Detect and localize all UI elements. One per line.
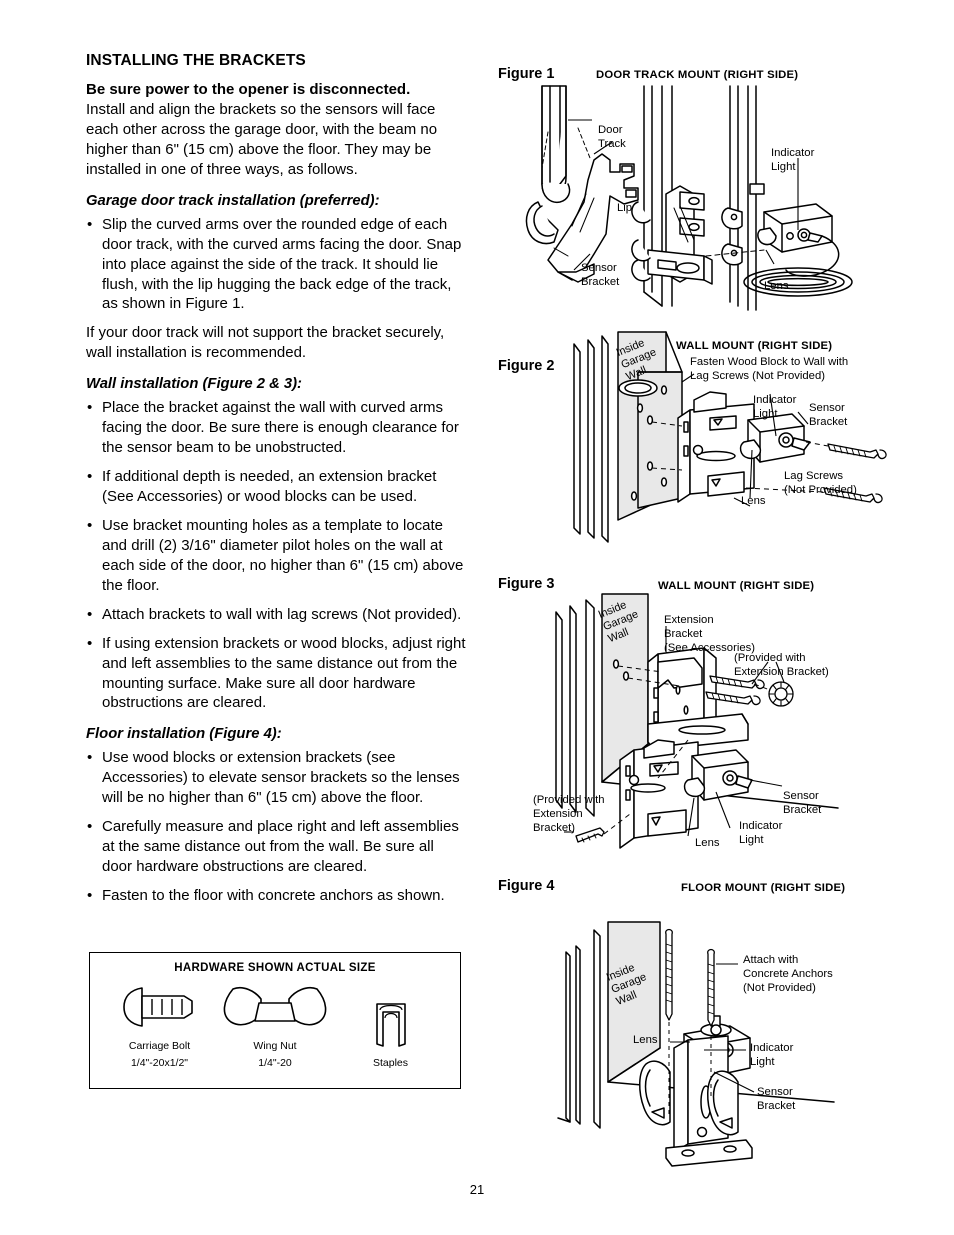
figure-2-heading: WALL MOUNT (RIGHT SIDE)	[676, 340, 833, 352]
hardware-item-carriage-bolt: Carriage Bolt 1/4"-20x1/2"	[102, 978, 217, 1071]
figure-1: Figure 1 DOOR TRACK MOUNT (RIGHT SIDE)	[498, 62, 950, 312]
list-item: Slip the curved arms over the rounded ed…	[86, 215, 466, 315]
staples-label-1: Staples	[372, 1057, 409, 1070]
figure-2-callout-sensor-bracket: Sensor Bracket	[809, 402, 848, 428]
figure-4-callout-indicator-light: Indicator Light	[750, 1042, 794, 1068]
figure-3-callout-lens: Lens	[695, 837, 720, 849]
figure-1-heading: DOOR TRACK MOUNT (RIGHT SIDE)	[596, 69, 799, 81]
subheading-floor-install: Floor installation (Figure 4):	[86, 726, 282, 743]
hardware-actual-size-box: HARDWARE SHOWN ACTUAL SIZE	[89, 952, 461, 1089]
track-note: If your door track will not support the …	[86, 324, 445, 362]
page-title: INSTALLING THE BRACKETS	[86, 52, 306, 69]
page-number: 21	[469, 1182, 485, 1197]
figure-3-callout-extension-bracket: Extension Bracket (See Accessories)	[664, 614, 756, 654]
instructions-column: INSTALLING THE BRACKETS Be sure power to…	[86, 52, 466, 915]
wing-nut-icon	[217, 978, 333, 1036]
subheading-track-install: Garage door track installation (preferre…	[86, 192, 380, 209]
figure-3-callout-provided-left: (Provided with Extension Bracket)	[533, 794, 605, 834]
figure-3-callout-provided-top: (Provided with Extension Bracket)	[734, 652, 829, 678]
list-item: Place the bracket against the wall with …	[86, 398, 466, 458]
figure-4-callout-attach: Attach with Concrete Anchors (Not Provid…	[743, 954, 833, 994]
carriage-bolt-label-1: Carriage Bolt	[128, 1040, 191, 1052]
intro-paragraph: Install and align the brackets so the se…	[86, 100, 438, 178]
list-item: Carefully measure and place right and le…	[86, 817, 466, 877]
figure-1-callout-sensor-bracket: Sensor Bracket	[581, 262, 620, 288]
figure-4-heading: FLOOR MOUNT (RIGHT SIDE)	[681, 882, 846, 894]
hardware-item-staples: Staples	[333, 995, 448, 1070]
figure-3-callout-indicator-light: Indicator Light	[739, 820, 783, 846]
carriage-bolt-icon	[102, 978, 217, 1036]
bullet-list-floor: Use wood blocks or extension brackets (s…	[86, 748, 466, 906]
list-item: If additional depth is needed, an extens…	[86, 467, 466, 507]
figure-2-callout-lens: Lens	[741, 495, 766, 507]
figure-2-callout-indicator-light: Indicator Light	[753, 394, 797, 420]
wing-nut-label-1: Wing Nut	[253, 1040, 297, 1052]
figure-1-callout-lens: Lens	[764, 280, 789, 292]
figure-1-callout-door-track: Door Track	[598, 124, 626, 150]
figure-3-heading: WALL MOUNT (RIGHT SIDE)	[658, 580, 815, 592]
figure-4-callout-sensor-bracket: Sensor Bracket	[757, 1086, 796, 1112]
figure-4: Figure 4 FLOOR MOUNT (RIGHT SIDE)	[498, 874, 950, 1167]
list-item: Attach brackets to wall with lag screws …	[86, 605, 466, 625]
list-item: Fasten to the floor with concrete anchor…	[86, 886, 466, 906]
list-item: Use wood blocks or extension brackets (s…	[86, 748, 466, 808]
figure-3-callout-sensor-bracket: Sensor Bracket	[783, 790, 822, 816]
hardware-box-title: HARDWARE SHOWN ACTUAL SIZE	[174, 962, 376, 974]
figure-2-callout-lag-screws: Lag Screws (Not Provided)	[784, 470, 857, 496]
hardware-item-wing-nut: Wing Nut 1/4"-20	[217, 978, 333, 1071]
list-item: If using extension brackets or wood bloc…	[86, 634, 466, 714]
carriage-bolt-label-2: 1/4"-20x1/2"	[130, 1057, 189, 1070]
figure-3-label: Figure 3	[498, 576, 555, 592]
figure-4-label: Figure 4	[498, 878, 555, 894]
figure-2-callout-fasten: Fasten Wood Block to Wall with Lag Screw…	[690, 356, 849, 382]
staples-icon	[333, 995, 448, 1053]
figure-1-callout-indicator-light: Indicator Light	[771, 147, 815, 173]
subheading-wall-install: Wall installation (Figure 2 & 3):	[86, 376, 302, 393]
figure-2-label: Figure 2	[498, 358, 555, 374]
power-warning: Be sure power to the opener is disconnec…	[86, 81, 411, 98]
list-item: Use bracket mounting holes as a template…	[86, 516, 466, 596]
figure-1-callout-lip: Lip	[617, 202, 633, 214]
figure-3: Figure 3 WALL MOUNT (RIGHT SIDE)	[498, 572, 950, 872]
bullet-list-wall: Place the bracket against the wall with …	[86, 398, 466, 713]
wing-nut-label-2: 1/4"-20	[258, 1057, 292, 1070]
bullet-list-track: Slip the curved arms over the rounded ed…	[86, 215, 466, 315]
figure-4-callout-lens: Lens	[633, 1034, 658, 1046]
figure-2: Figure 2 WALL MOUNT (RIGHT SIDE)	[498, 330, 950, 560]
figure-1-label: Figure 1	[498, 66, 555, 82]
